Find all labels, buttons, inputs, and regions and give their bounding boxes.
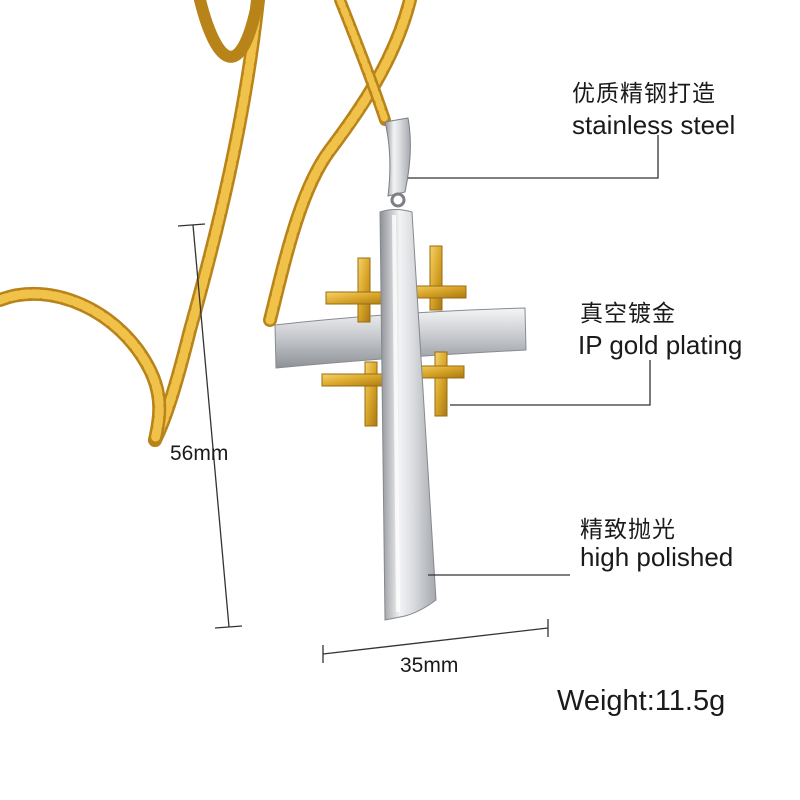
cross-pendant — [274, 209, 527, 621]
pendant-bail — [384, 117, 411, 208]
polish-label-zh: 精致抛光 — [580, 516, 676, 542]
gold-chain — [0, 0, 417, 447]
steel-label-zh: 优质精钢打造 — [572, 80, 716, 106]
weight-label: Weight:11.5g — [557, 685, 726, 717]
callout-lines — [408, 135, 659, 576]
polish-label-en: high polished — [580, 542, 734, 572]
dimension-lines — [177, 223, 549, 663]
height-dimension: 56mm — [170, 442, 229, 465]
gold-label-en: IP gold plating — [578, 330, 743, 360]
gold-label-zh: 真空镀金 — [580, 300, 676, 326]
width-dimension: 35mm — [400, 654, 459, 677]
steel-label-en: stainless steel — [572, 110, 736, 140]
